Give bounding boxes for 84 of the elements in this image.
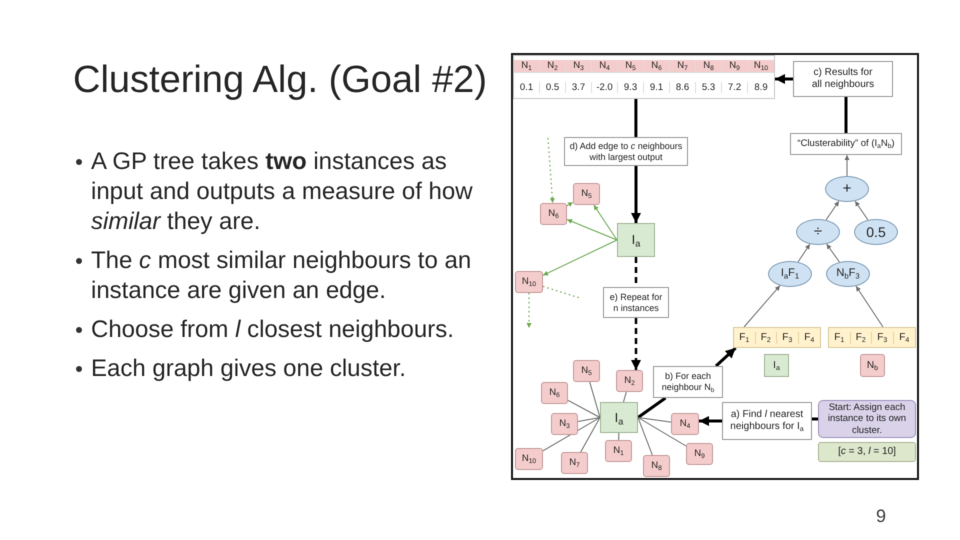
feature-cell: F$_{2}$ bbox=[756, 332, 777, 344]
neighbour-node: N$_{1}$ bbox=[605, 440, 632, 462]
dashed-line bbox=[542, 286, 580, 299]
arrow bbox=[631, 166, 641, 223]
neighbour-node: N$_{3}$ bbox=[551, 413, 578, 435]
step-box: a) Find l nearest neighbours for I$_{a}$ bbox=[722, 402, 812, 440]
arrow bbox=[593, 204, 618, 240]
connector-line bbox=[589, 382, 600, 418]
bullet-text: Each graph gives one cluster. bbox=[91, 354, 406, 384]
header-cell: N$_{1}$ bbox=[514, 60, 540, 73]
connector-line bbox=[578, 417, 600, 422]
connector-line bbox=[844, 97, 848, 133]
arrow bbox=[744, 285, 780, 328]
arrow bbox=[699, 416, 722, 426]
neighbour-node: N$_{10}$ bbox=[515, 271, 543, 293]
step-box: d) Add edge to c neighbours with largest output bbox=[564, 137, 688, 166]
arrow bbox=[566, 219, 618, 240]
instance-node: I$_{a}$ bbox=[617, 223, 655, 257]
data-table bbox=[513, 55, 775, 99]
step-box: b) For each neighbour N$_{b}$ bbox=[653, 366, 723, 398]
start-box: Start: Assign each instance to its own cluster. bbox=[818, 400, 916, 438]
arrow bbox=[854, 200, 868, 220]
connector-line bbox=[812, 418, 818, 420]
header-cell: N$_{10}$ bbox=[748, 60, 774, 73]
neighbour-node: N$_{2}$ bbox=[616, 370, 643, 392]
arrow bbox=[542, 240, 618, 276]
connector-line bbox=[634, 99, 638, 137]
neighbour-node: N$_{6}$ bbox=[541, 382, 568, 404]
slide-title: Clustering Alg. (Goal #2) bbox=[73, 58, 487, 103]
connector-line bbox=[618, 432, 620, 440]
connector-line bbox=[638, 417, 653, 456]
arrow bbox=[775, 74, 793, 84]
bullet-text: A GP tree takes two instances as input and outputs a measure of how similar they are. bbox=[91, 147, 474, 237]
connector-line bbox=[568, 400, 600, 418]
tree-node: I$_{a}$F$_{1}$ bbox=[768, 261, 812, 287]
connector-line bbox=[638, 417, 672, 423]
step-box: c) Results for all neighbours bbox=[793, 61, 893, 97]
tree-node: + bbox=[825, 176, 869, 202]
neighbour-node: N$_{4}$ bbox=[671, 413, 699, 435]
neighbour-node: N$_{6}$ bbox=[540, 203, 567, 225]
feature-table bbox=[828, 327, 916, 348]
step-box: “Clusterability” of (I$_{a}$N$_{b}$) bbox=[790, 133, 902, 155]
connector-line bbox=[580, 417, 600, 452]
page-number: 9 bbox=[876, 505, 886, 527]
dashed-arrow bbox=[526, 293, 532, 328]
arrow bbox=[714, 346, 737, 368]
tree-node: N$_{b}$F$_{3}$ bbox=[826, 261, 870, 287]
neighbour-node: N$_{5}$ bbox=[573, 183, 600, 205]
step-box: e) Repeat for n instances bbox=[603, 287, 669, 318]
bullet-text: Choose from l closest neighbours. bbox=[91, 315, 454, 345]
dashed-arrow bbox=[631, 318, 641, 370]
connector-line bbox=[623, 392, 627, 402]
arrow bbox=[826, 200, 840, 220]
dashed-arrow bbox=[547, 138, 555, 204]
connector-line bbox=[638, 417, 686, 446]
neighbour-node: N$_{8}$ bbox=[643, 455, 670, 477]
neighbour-node: N$_{5}$ bbox=[573, 360, 600, 382]
connector-line bbox=[637, 396, 666, 419]
header-cell: N$_{6}$ bbox=[644, 60, 670, 73]
arrow bbox=[798, 244, 810, 262]
header-cell: N$_{9}$ bbox=[722, 60, 748, 73]
header-cell: N$_{4}$ bbox=[592, 60, 618, 73]
header-cell: N$_{8}$ bbox=[696, 60, 722, 73]
header-cell: N$_{2}$ bbox=[540, 60, 566, 73]
arrow bbox=[826, 244, 840, 262]
neighbour-node: N$_{10}$ bbox=[515, 448, 543, 470]
tree-node: 0.5 bbox=[854, 219, 898, 245]
instance-node: I$_{a}$ bbox=[764, 354, 789, 377]
neighbour-node: N$_{7}$ bbox=[561, 452, 588, 474]
bullet-text: The c most similar neighbours to an instance are given an edge. bbox=[91, 246, 472, 306]
neighbour-node: N$_{9}$ bbox=[686, 443, 713, 465]
connector-line bbox=[542, 417, 600, 452]
arrow bbox=[856, 286, 884, 328]
header-cell: N$_{3}$ bbox=[566, 60, 592, 73]
feature-table bbox=[733, 327, 821, 348]
header-cell: N$_{7}$ bbox=[670, 60, 696, 73]
dashed-arrow bbox=[566, 202, 574, 207]
header-cell: N$_{5}$ bbox=[618, 60, 644, 73]
instance-node: I$_{a}$ bbox=[600, 402, 638, 433]
feature-cell: F$_{2}$ bbox=[850, 332, 872, 344]
tree-node: ÷ bbox=[796, 219, 840, 245]
arrow bbox=[844, 154, 850, 176]
neighbour-node: N$_{b}$ bbox=[860, 354, 885, 377]
parameter-box: [c = 3, l = 10] bbox=[818, 442, 916, 462]
